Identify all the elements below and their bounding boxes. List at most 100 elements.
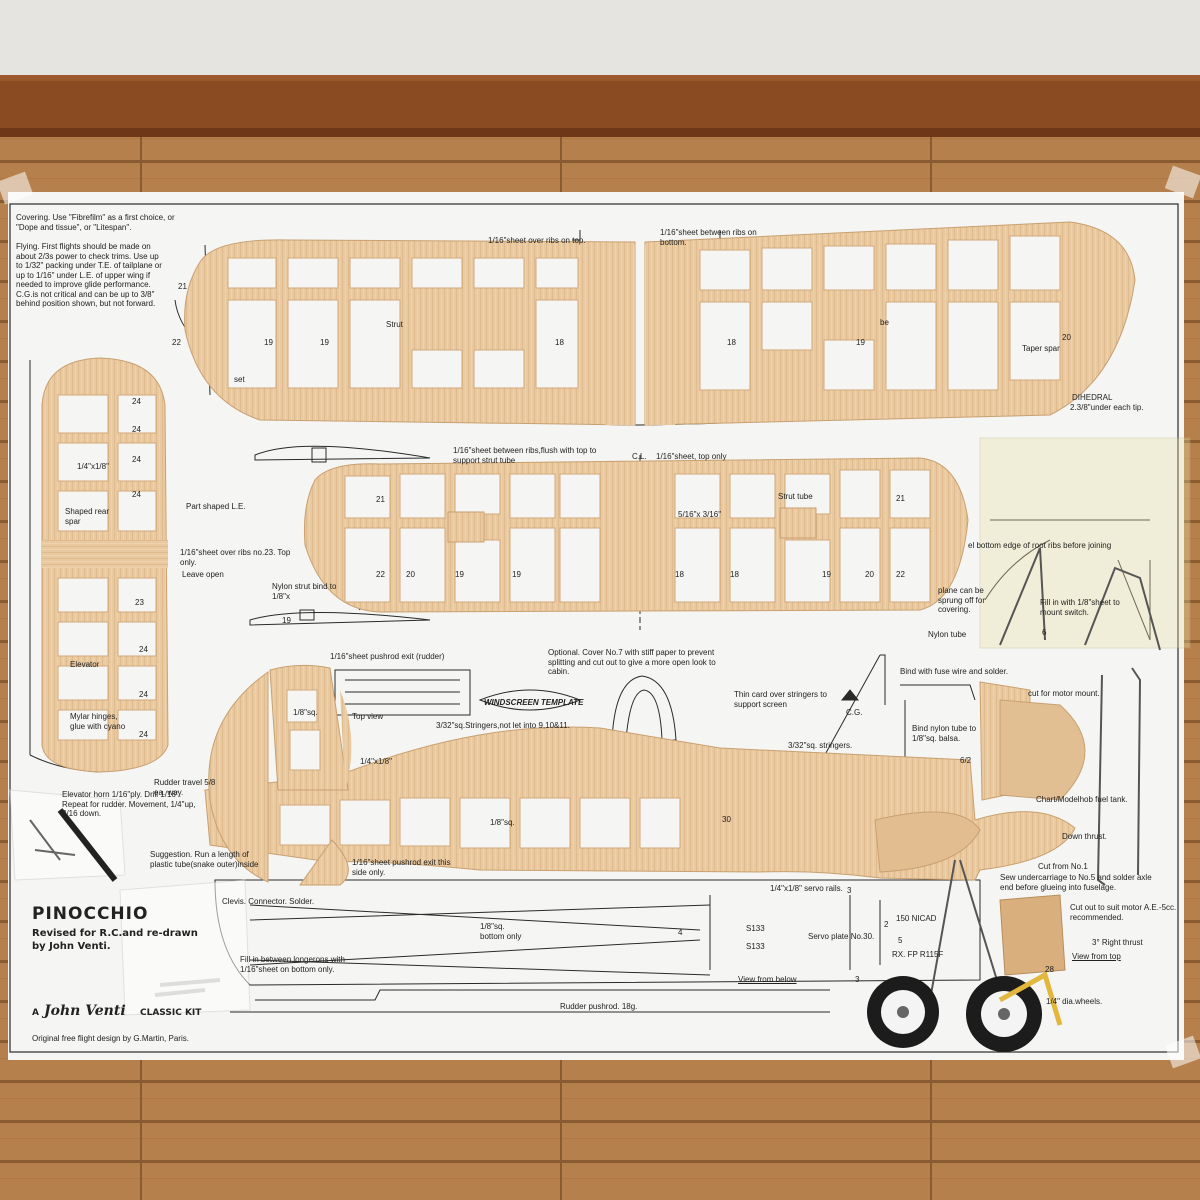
lw-rib-19d: 19 xyxy=(282,616,291,625)
lw-rib-18a: 18 xyxy=(675,570,684,579)
tailplane-frame xyxy=(41,357,169,773)
by-label: by John Venti. xyxy=(32,941,111,952)
dihedral-label: DIHEDRAL xyxy=(1072,393,1113,402)
pushrod-exit-label: 1/16"sheet pushrod exit (rudder) xyxy=(330,652,445,661)
bv-num4: 4 xyxy=(678,928,683,937)
hardware-bag-2 xyxy=(119,879,251,1016)
lw-rib-19a: 19 xyxy=(455,570,464,579)
view-below-label: View from below xyxy=(738,975,797,984)
num62-label: 6/2 xyxy=(960,756,972,765)
motor-mount-label: cut for motor mount. xyxy=(1028,689,1100,698)
rudder-travel-label: Rudder travel 5/8 ea. way. xyxy=(154,778,216,797)
upper-wing-frame xyxy=(184,221,1136,426)
kit-a-label: A xyxy=(32,1008,39,1018)
elevator-label: Elevator xyxy=(70,660,100,669)
fill-longerons-label: Fill in between longerons with 1/16"shee… xyxy=(240,955,345,974)
tail-rib-4: 24 xyxy=(132,490,141,499)
lw-rib-20a: 20 xyxy=(406,570,415,579)
fuse-sq14-label: 1/4"x1/8" xyxy=(360,757,392,766)
pushrod-side-label: 1/16"sheet pushrod exit this side only. xyxy=(352,858,451,877)
rib-20: 20 xyxy=(1062,333,1071,342)
bottom-only-label: 1/8"sq. bottom only xyxy=(480,922,522,941)
servo-a-label: S133 xyxy=(746,924,765,933)
upper-wing-bottom-sheet-label: 1/16"sheet between ribs on bottom. xyxy=(660,228,757,247)
undercarriage-label: Sew undercarriage to No.5 and solder axl… xyxy=(1000,873,1152,892)
bind-nylon-label: Bind nylon tube to 1/8"sq. balsa. xyxy=(912,724,977,743)
stringers-label-2: 3/32"sq. stringers. xyxy=(788,741,853,750)
rib-19b: 19 xyxy=(320,338,329,347)
rib-18a: 18 xyxy=(555,338,564,347)
leave-open-label: Leave open xyxy=(182,570,224,579)
tail-rib-7: 24 xyxy=(139,690,148,699)
stringers-label-1: 3/32"sq.Stringers,not let into 9,10&11. xyxy=(436,721,570,730)
num30-label: 30 xyxy=(722,815,731,824)
tail-rib-8: 24 xyxy=(139,730,148,739)
servo-rails-label: 1/4"x1/8" servo rails. xyxy=(770,884,843,893)
rib-19c: 19 xyxy=(856,338,865,347)
skirting-board xyxy=(0,75,1200,137)
rib-21: 21 xyxy=(178,282,187,291)
be-label: be xyxy=(880,318,889,327)
fuse-sq18b-label: 1/8"sq. xyxy=(490,818,515,827)
tail-rib-1: 24 xyxy=(132,397,141,406)
lw-rib-18b: 18 xyxy=(730,570,739,579)
lw-rib-19b: 19 xyxy=(512,570,521,579)
bottom-edge-label: el bottom edge of root ribs before joini… xyxy=(968,541,1112,550)
lw-rib-21b: 21 xyxy=(896,494,905,503)
fill-switch-label: Fill in with 1/8"sheet to mount switch. xyxy=(1040,598,1120,617)
bv-num3a: 3 xyxy=(847,886,852,895)
thin-card-label: Thin card over stringers to support scre… xyxy=(734,690,827,709)
mylar-label: Mylar hinges, glue with cyano xyxy=(70,712,126,731)
cg-label: C.G. xyxy=(846,708,863,717)
servo-b-label: S133 xyxy=(746,942,765,951)
wheels xyxy=(867,971,1063,1052)
rib-18b: 18 xyxy=(727,338,736,347)
tail-rib-6: 24 xyxy=(139,645,148,654)
nicad-label: 150 NICAD xyxy=(896,914,937,923)
bv-num5: 5 xyxy=(898,936,903,945)
covering-note: Covering. Use "Fibrefilm" as a first cho… xyxy=(16,213,175,232)
fuel-tank-label: Chart/Modelhob fuel tank. xyxy=(1036,795,1128,804)
nylon-tube-label: Nylon tube xyxy=(928,630,967,639)
part-le-label: Part shaped L.E. xyxy=(186,502,246,511)
lw-rib-22b: 22 xyxy=(896,570,905,579)
tail-rib-2: 24 xyxy=(132,425,141,434)
spar-label: 5/16"x 3/16" xyxy=(678,510,722,519)
taper-spar-label: Taper spar xyxy=(1022,344,1060,353)
lw-rib-20b: 20 xyxy=(865,570,874,579)
windscreen-label: WINDSCREEN TEMPLATE xyxy=(484,698,584,707)
ply-plate xyxy=(999,894,1066,976)
bv-num28: 28 xyxy=(1045,965,1054,974)
clevis-label: Clevis. Connector. Solder. xyxy=(222,897,315,906)
lower-wing-frame xyxy=(303,457,969,613)
strut-label: Strut xyxy=(386,320,403,329)
rudder-sq-label: 1/8"sq. xyxy=(293,708,318,717)
top-only-label: 1/16"sheet, top only xyxy=(656,452,727,461)
flying-note: Flying. First flights should be made on … xyxy=(16,242,162,308)
cut-no1-label: Cut from No.1 xyxy=(1038,862,1088,871)
kit-classic-label: CLASSIC KIT xyxy=(140,1008,202,1018)
shaped-spar-label: Shaped rear spar xyxy=(65,507,110,526)
tail-rib-size: 1/4"x1/8" xyxy=(77,462,109,471)
lw-rib-19c: 19 xyxy=(822,570,831,579)
tail-sheet-label: 1/16"sheet over ribs no.23. Top only. xyxy=(180,548,291,567)
rudder-pushrod-label: Rudder pushrod. 18g. xyxy=(560,1002,638,1011)
original-design-label: Original free flight design by G.Martin,… xyxy=(32,1034,189,1043)
kit-brand-label: John Venti xyxy=(44,1003,126,1019)
wall xyxy=(0,0,1200,80)
nylon-strut-label: Nylon strut bind to 1/8"x xyxy=(272,582,337,601)
cover-note: Optional. Cover No.7 with stiff paper to… xyxy=(548,648,716,676)
top-view-label: Top view xyxy=(352,712,384,721)
bv-num2: 2 xyxy=(884,920,889,929)
lw-rib-22a: 22 xyxy=(376,570,385,579)
plan-border xyxy=(9,203,1179,1053)
six-label: 6 xyxy=(1042,628,1047,637)
servo-plate-label: Servo plate No.30. xyxy=(808,932,875,941)
hardware-bag-1 xyxy=(9,789,126,882)
elevator-horn-label: Elevator horn 1/16"ply. Drill 1/16". Rep… xyxy=(62,790,196,818)
bind-fuse-label: Bind with fuse wire and solder. xyxy=(900,667,1009,676)
cut-motor-label: Cut out to suit motor A.E.-5cc. recommen… xyxy=(1070,903,1177,922)
rib-22: 22 xyxy=(172,338,181,347)
